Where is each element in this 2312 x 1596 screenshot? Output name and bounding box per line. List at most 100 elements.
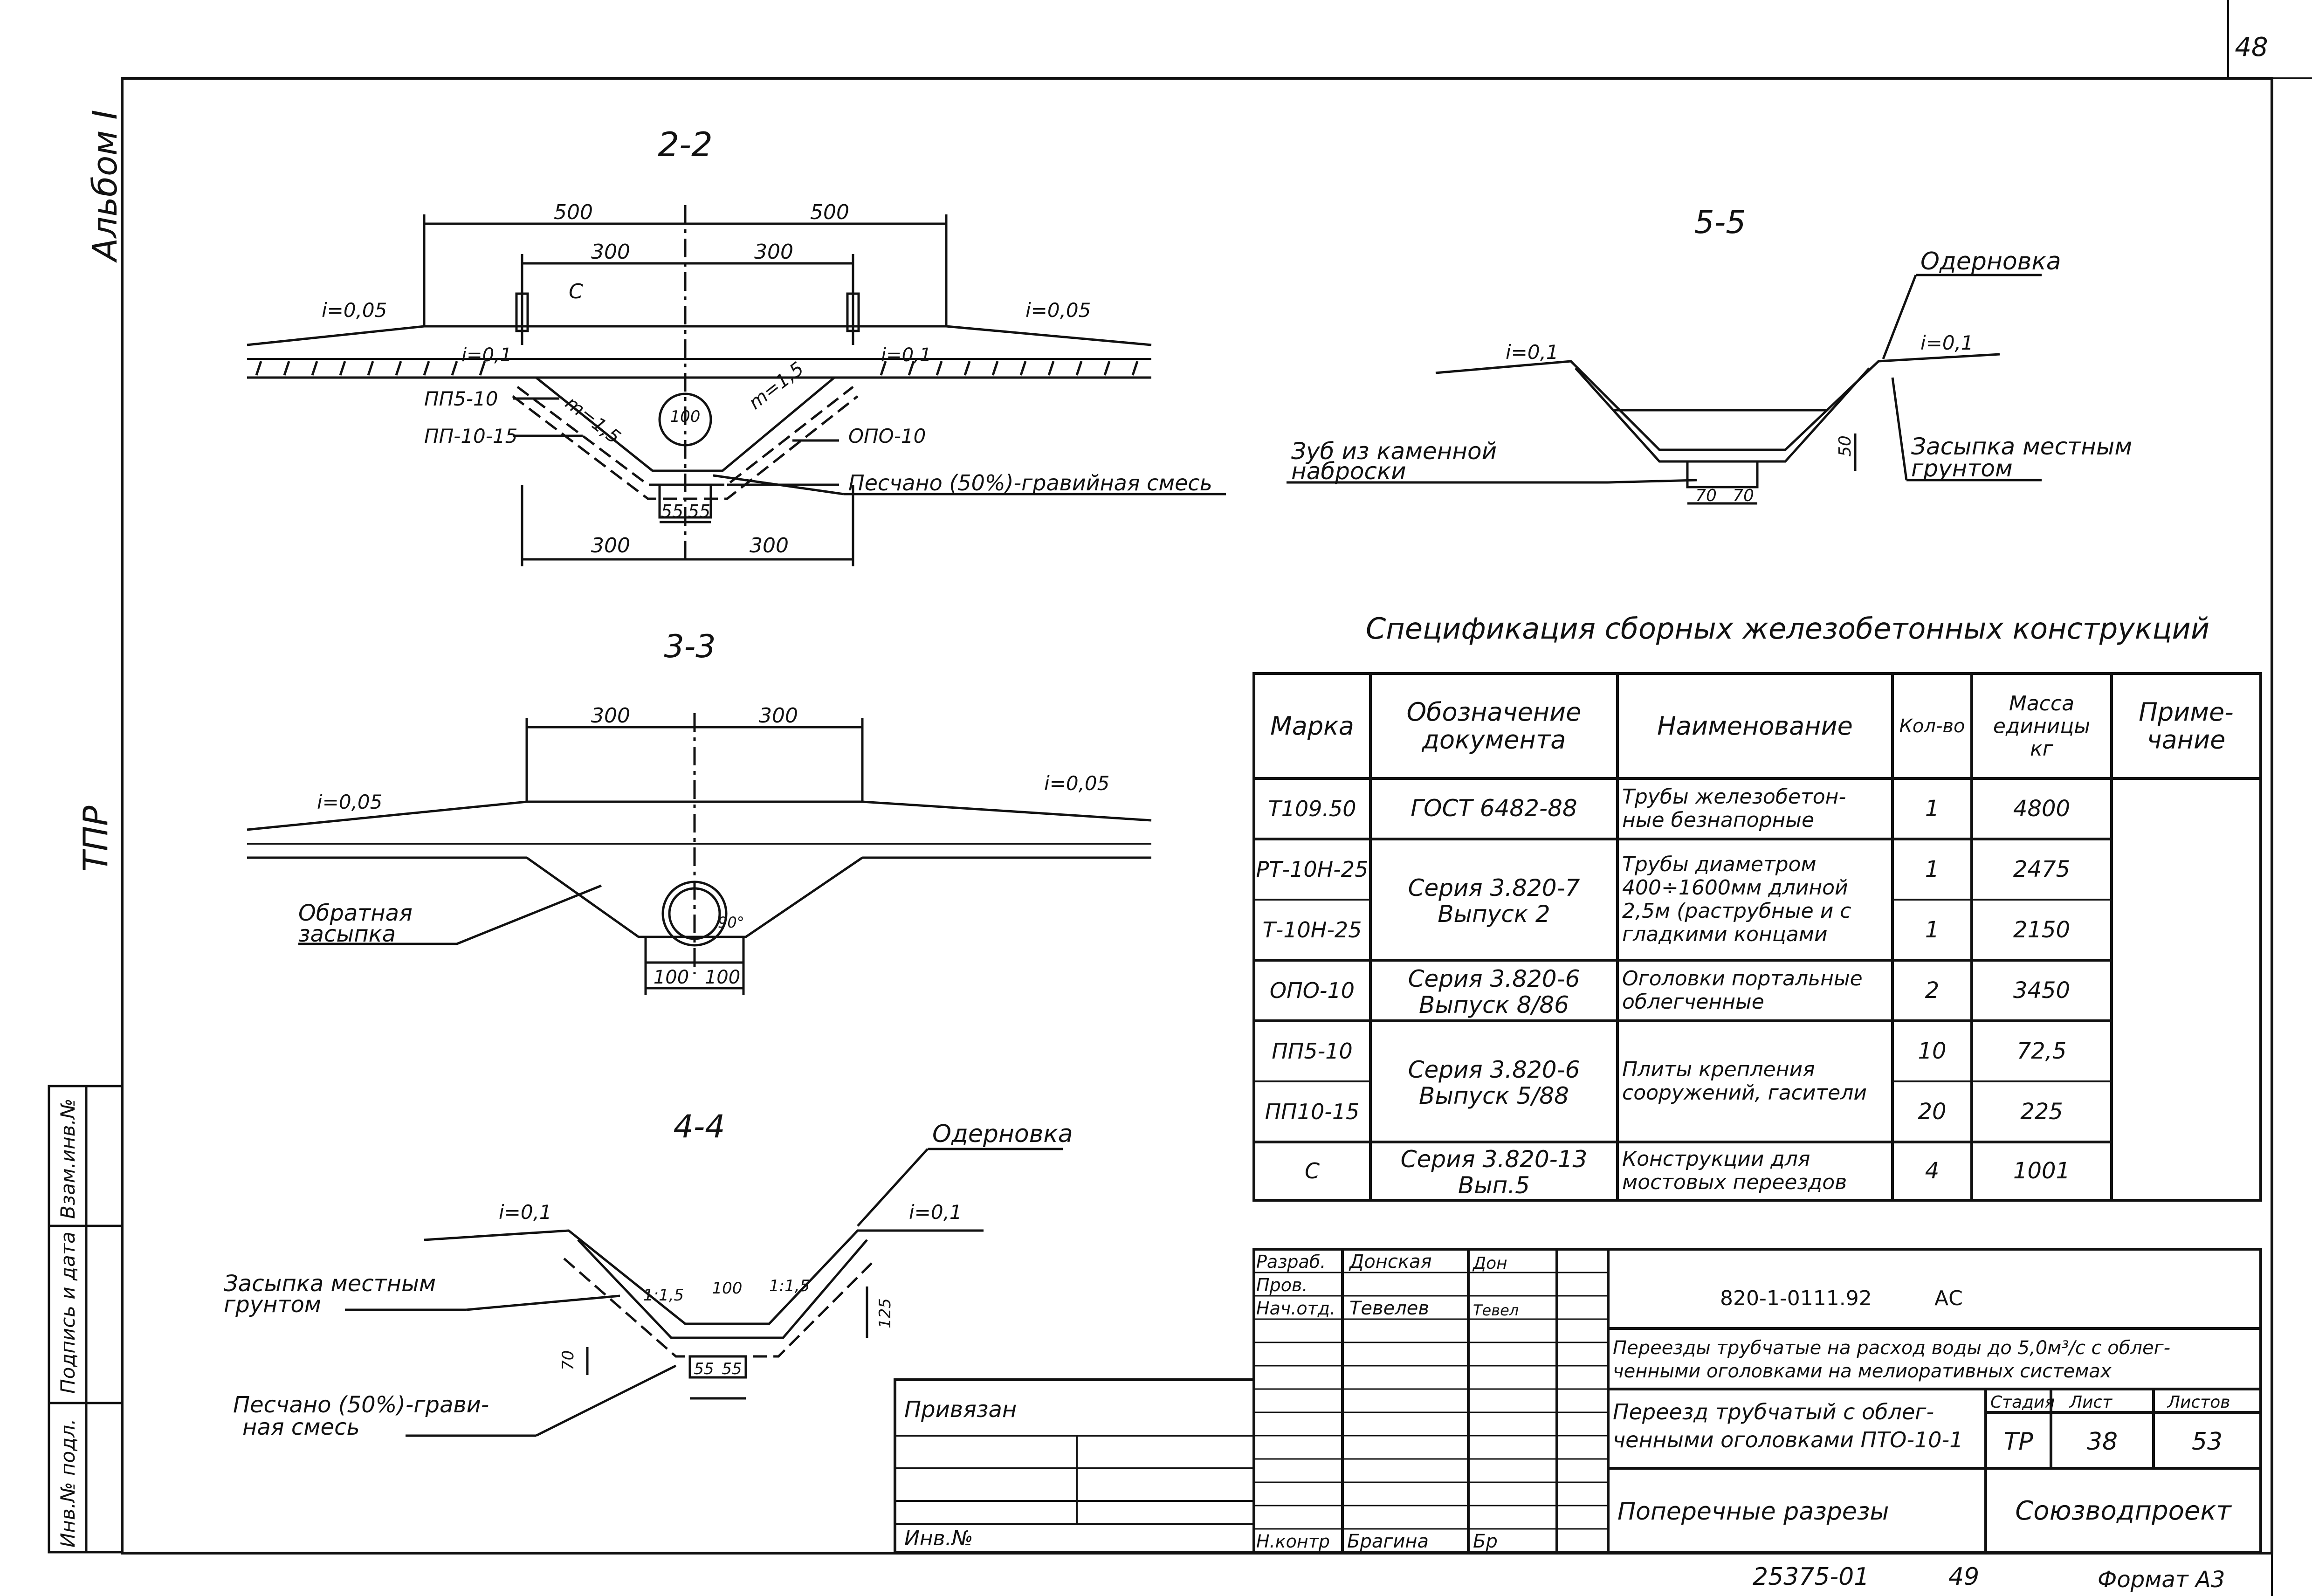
spec-header-5: чание <box>2147 725 2226 755</box>
title-block: Разраб. Пров. Нач.отд. Н.контр Донская Т… <box>894 1248 2262 1554</box>
inv-label: Инв.№ <box>904 1527 973 1550</box>
callout-opo-10: ОПО-10 <box>848 425 926 447</box>
footer-num: 49 <box>1948 1563 1979 1591</box>
spec-row-name: облегченные <box>1622 990 1764 1014</box>
doc-code: 820-1-0111.92 <box>1720 1286 1872 1310</box>
callout-backfill-5-5-2: грунтом <box>1911 455 2013 482</box>
stage-label: Стадия <box>1990 1393 2055 1412</box>
dim-70-right-5-5: 70 <box>1733 486 1754 505</box>
angle-90: 90° <box>718 914 744 931</box>
spec-row-name: 400÷1600мм длиной <box>1622 876 1848 900</box>
project-line-1: Переезды трубчатые на расход воды до 5,0… <box>1613 1337 2170 1359</box>
callout-pp-10-15: ПП-10-15 <box>424 425 517 447</box>
callout-backfill-5-5-1: Засыпка местным <box>1911 433 2132 460</box>
spec-row-name: сооружений, гасители <box>1622 1081 1867 1105</box>
spec-header-4: единицы <box>1993 714 2090 738</box>
spec-header-0: Марка <box>1270 711 1354 741</box>
spec-row-mass: 2475 <box>2013 856 2070 882</box>
m-right-2-2: m=1,5 <box>745 358 808 414</box>
spec-row-mark: РТ-10Н-25 <box>1256 857 1369 882</box>
name-developer: Донская <box>1349 1251 1432 1273</box>
dim-500-right: 500 <box>810 200 849 224</box>
callout-backfill-3-3-1: Обратная <box>298 900 413 926</box>
tpr-label: ТПР <box>76 805 115 872</box>
spec-row-name: 2,5м (раструбные и с <box>1622 899 1851 923</box>
slope-right-2-2: i=0,05 <box>1025 299 1091 322</box>
section-4-4-title: 4-4 <box>673 1108 725 1145</box>
sheet-name-line-2: ченными оголовками ПТО-10-1 <box>1613 1427 1963 1452</box>
spec-row-name: Трубы диаметром <box>1622 853 1817 876</box>
dim-300-left: 300 <box>591 240 630 264</box>
section-name: Поперечные разрезы <box>1617 1498 1889 1526</box>
spec-row-mark: ПП5-10 <box>1272 1039 1353 1064</box>
dim-300-bottom-left: 300 <box>591 534 630 557</box>
role-checked: Пров. <box>1256 1275 1307 1295</box>
spec-row-qty: 4 <box>1925 1158 1940 1184</box>
dim-300-right-3-3: 300 <box>759 704 798 728</box>
left-margin: Альбом I ТПР Инв.№ подл. Подпись и дата … <box>48 110 124 1554</box>
dim-125-4-4: 125 <box>876 1298 895 1328</box>
spec-row-qty: 1 <box>1925 917 1940 943</box>
spec-row-mass: 225 <box>2020 1099 2063 1125</box>
pipe-diameter-2-2: 100 <box>670 407 701 426</box>
dim-55-right-2-2: 55 <box>688 501 710 522</box>
dim-300-left-3-3: 300 <box>591 704 630 728</box>
name-norm-control: Брагина <box>1347 1531 1429 1552</box>
spec-header-4: Масса <box>2009 692 2074 715</box>
doc-code-suffix: АС <box>1934 1286 1963 1310</box>
callout-pp5-10: ПП5-10 <box>424 387 498 410</box>
project-line-2: ченными оголовками на мелиоративных сист… <box>1613 1361 2112 1382</box>
spec-header-2: Наименование <box>1657 711 1853 741</box>
footer-format: Формат А3 <box>2098 1567 2225 1593</box>
spec-row-name: ные безнапорные <box>1622 808 1814 832</box>
dim-70-left-5-5: 70 <box>1695 486 1717 505</box>
spec-row-mark: ПП10-15 <box>1265 1099 1360 1124</box>
spec-row-doc: Серия 3.820-13 <box>1401 1146 1588 1173</box>
spec-header-5: Приме- <box>2139 697 2233 727</box>
callout-backfill-3-3-2: засыпка <box>298 921 396 947</box>
slope-left-5-5: i=0,1 <box>1506 341 1559 364</box>
dim-50-5-5: 50 <box>1836 435 1855 457</box>
spec-row-name: Плиты крепления <box>1622 1058 1815 1081</box>
spec-row-doc: Серия 3.820-6 <box>1408 965 1580 992</box>
spec-row-name: мостовых переездов <box>1622 1170 1847 1194</box>
spec-row-name: гладкими концами <box>1622 922 1828 946</box>
stamp-inv-podl: Инв.№ подл. <box>56 1419 79 1548</box>
callout-sand-gravel-2-2: Песчано (50%)-гравийная смесь <box>848 470 1212 495</box>
stamp-signature-date: Подпись и дата <box>56 1231 79 1394</box>
section-2-2: 2-2 <box>247 125 1226 566</box>
spec-title: Спецификация сборных железобетонных конс… <box>1366 612 2209 646</box>
stage-value: ТР <box>2003 1428 2033 1456</box>
spec-row-doc: Выпуск 8/86 <box>1419 991 1569 1018</box>
sheets-label: Листов <box>2167 1393 2230 1412</box>
dim-55-left-4-4: 55 <box>694 1360 714 1378</box>
spec-row-name: Трубы железобетон- <box>1622 785 1846 809</box>
footer-code: 25375-01 <box>1753 1563 1869 1591</box>
slope-inner-left-2-2: i=0,1 <box>461 344 512 366</box>
callout-sand-gravel-4-4-2: ная смесь <box>242 1414 360 1440</box>
spec-header-4: кг <box>2030 737 2054 761</box>
spec-row-doc: Серия 3.820-6 <box>1408 1056 1580 1083</box>
dim-70-4-4: 70 <box>559 1350 578 1370</box>
spec-row-qty: 20 <box>1918 1099 1946 1125</box>
dim-100-left-3-3: 100 <box>654 967 689 988</box>
marker-c: С <box>569 280 583 303</box>
section-3-3: 3-3 300 300 i=0,05 i=0,05 Обратная засып… <box>247 628 1152 995</box>
callout-sand-gravel-4-4-1: Песчано (50%)-грави- <box>233 1392 489 1418</box>
sheet-name-line-1: Переезд трубчатый с облег- <box>1613 1399 1934 1424</box>
role-norm-control: Н.контр <box>1256 1531 1330 1552</box>
spec-row-qty: 10 <box>1918 1038 1946 1064</box>
sheet-label: Лист <box>2069 1393 2112 1412</box>
spec-row-qty: 1 <box>1925 796 1940 822</box>
role-developer: Разраб. <box>1256 1252 1326 1272</box>
spec-row-doc: Выпуск 5/88 <box>1419 1082 1569 1109</box>
spec-row-mass: 2150 <box>2013 917 2070 943</box>
signature-norm-control: Бр <box>1473 1531 1498 1552</box>
organization: Союзводпроект <box>2015 1496 2232 1526</box>
spec-row-doc: Вып.5 <box>1458 1172 1530 1199</box>
section-3-3-title: 3-3 <box>664 628 716 665</box>
dim-100-right-3-3: 100 <box>705 967 740 988</box>
dim-55-left-2-2: 55 <box>661 501 683 522</box>
spec-header-1: Обозначение <box>1407 697 1582 727</box>
slope-right-3-3: i=0,05 <box>1044 772 1109 795</box>
